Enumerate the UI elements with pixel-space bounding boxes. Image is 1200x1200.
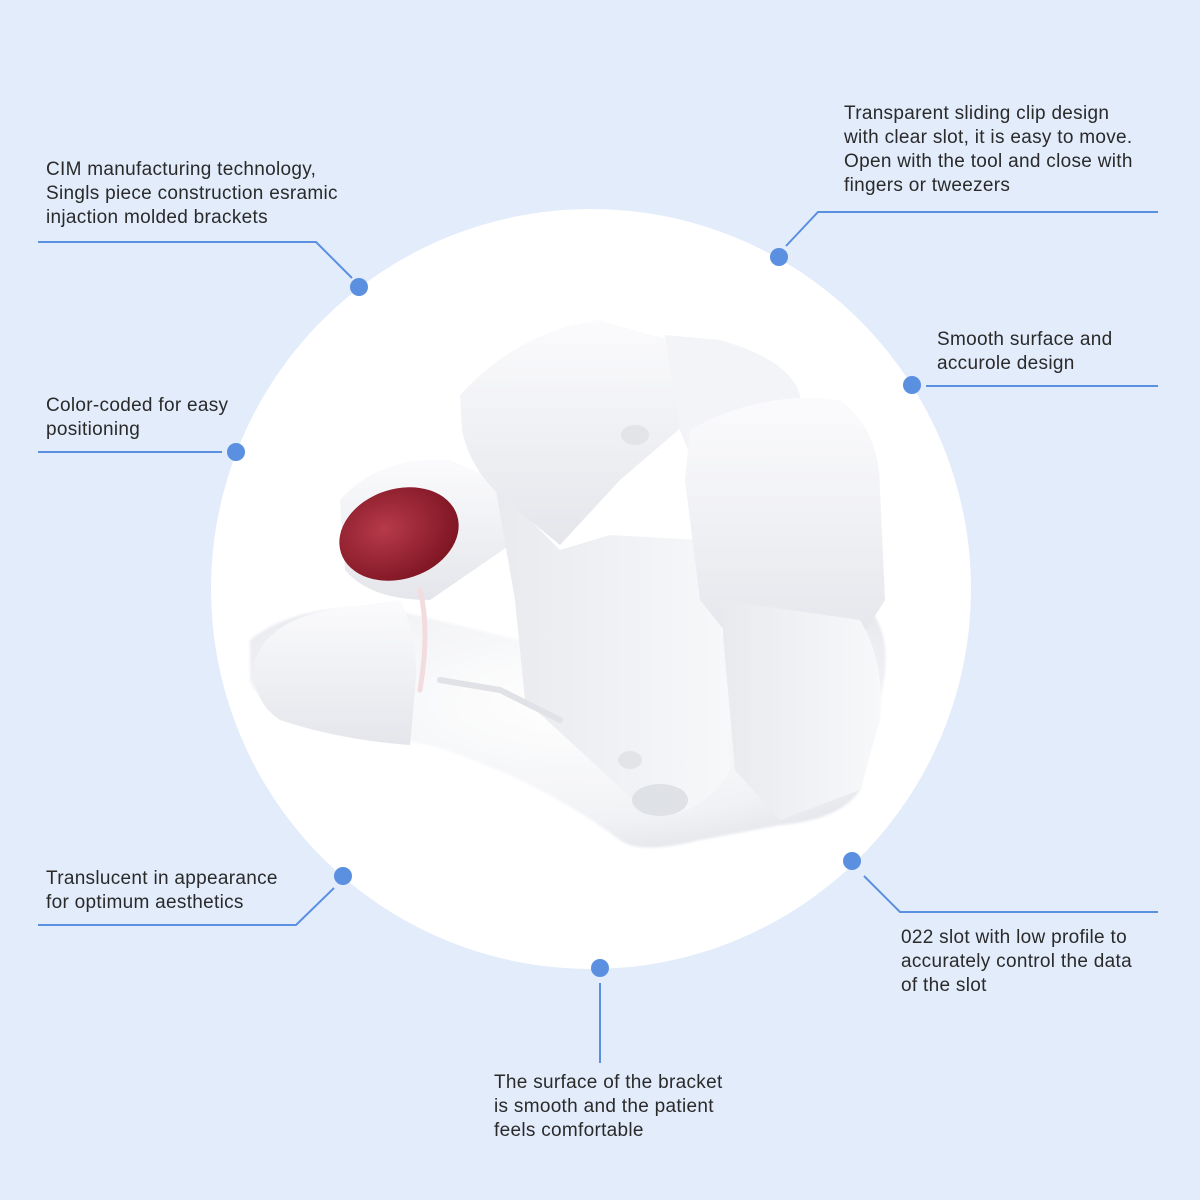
callout-smooth-line-1: Smooth surface and xyxy=(937,329,1113,350)
leader-line-cim xyxy=(38,241,353,279)
callout-cim: CIM manufacturing technology, Singls pie… xyxy=(46,158,338,230)
callout-clip: Transparent sliding clip design with cle… xyxy=(844,102,1133,198)
marker-dot-cim xyxy=(350,278,368,296)
leader-line-translucent xyxy=(38,887,335,926)
marker-dot-surface xyxy=(591,959,609,977)
callout-cim-line-3: injaction molded brackets xyxy=(46,207,268,228)
color-code-dot xyxy=(339,487,459,581)
callout-surface-line-3: feels comfortable xyxy=(494,1120,644,1141)
callout-translucent-line-2: for optimum aesthetics xyxy=(46,892,244,913)
callout-color-line-1: Color-coded for easy xyxy=(46,395,229,416)
callout-slot-line-1: 022 slot with low profile to xyxy=(901,927,1127,948)
marker-dot-smooth xyxy=(903,376,921,394)
marker-dot-color xyxy=(227,443,245,461)
callout-translucent: Translucent in appearance for optimum ae… xyxy=(46,867,278,915)
callout-surface-line-1: The surface of the bracket xyxy=(494,1072,723,1093)
marker-dot-translucent xyxy=(334,867,352,885)
callout-translucent-line-1: Translucent in appearance xyxy=(46,868,278,889)
callout-clip-line-1: Transparent sliding clip design xyxy=(844,103,1110,124)
marker-dot-clip xyxy=(770,248,788,266)
callout-clip-line-3: Open with the tool and close with xyxy=(844,151,1133,172)
callout-clip-line-2: with clear slot, it is easy to move. xyxy=(844,127,1133,148)
callout-slot-line-3: of the slot xyxy=(901,975,987,996)
marker-dot-slot xyxy=(843,852,861,870)
callout-smooth-line-2: accurole design xyxy=(937,353,1075,374)
callout-clip-line-4: fingers or tweezers xyxy=(844,175,1011,196)
callout-surface: The surface of the bracket is smooth and… xyxy=(494,1071,723,1143)
leader-line-slot xyxy=(863,875,1158,913)
callout-surface-line-2: is smooth and the patient xyxy=(494,1096,714,1117)
callout-smooth: Smooth surface and accurole design xyxy=(937,328,1112,376)
callout-cim-line-1: CIM manufacturing technology, xyxy=(46,159,317,180)
callout-color-line-2: positioning xyxy=(46,419,141,440)
bracket-body xyxy=(250,320,886,848)
callout-slot-line-2: accurately control the data xyxy=(901,951,1132,972)
callout-color: Color-coded for easy positioning xyxy=(46,394,228,442)
leader-line-clip xyxy=(785,211,1158,247)
callout-slot: 022 slot with low profile to accurately … xyxy=(901,926,1132,998)
callout-cim-line-2: Singls piece construction esramic xyxy=(46,183,338,204)
